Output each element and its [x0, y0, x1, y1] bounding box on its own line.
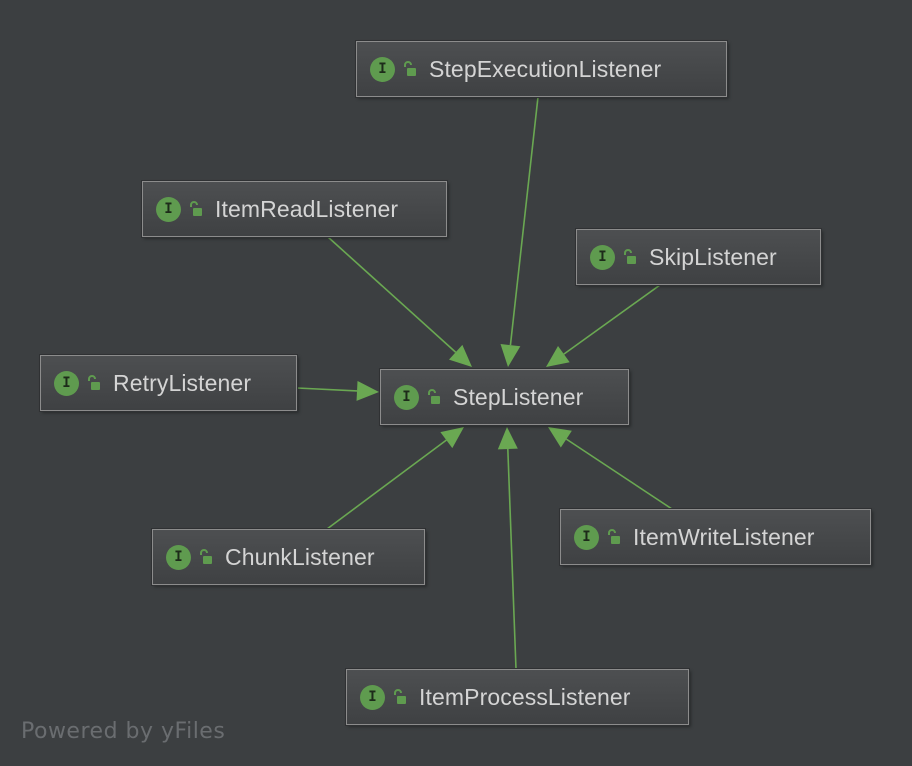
arrowhead — [440, 427, 464, 449]
arrowhead — [546, 346, 570, 367]
interface-icon: I — [590, 244, 615, 270]
node-item-process-listener[interactable]: I ItemProcessListener — [346, 669, 689, 725]
interface-icon: I — [370, 56, 395, 82]
node-label: ChunkListener — [225, 543, 375, 570]
node-label: StepExecutionListener — [429, 55, 662, 82]
interface-icon: I — [166, 544, 191, 570]
open-lock-icon — [428, 389, 440, 404]
interface-icon: I — [156, 196, 181, 222]
node-item-read-listener[interactable]: I ItemReadListener — [142, 181, 447, 237]
node-step-listener[interactable]: I StepListener — [380, 369, 629, 425]
node-label: StepListener — [453, 383, 584, 410]
arrowhead — [448, 344, 472, 367]
node-retry-listener[interactable]: I RetryListener — [40, 355, 297, 411]
arrowhead — [497, 427, 518, 450]
edge-item-write-listener-to-step-listener — [548, 427, 673, 510]
edge-step-execution-listener-to-step-listener — [500, 96, 539, 367]
powered-by-text: Powered by yFiles — [21, 719, 226, 744]
open-lock-icon — [190, 201, 202, 216]
edge-chunk-listener-to-step-listener — [326, 427, 464, 530]
interface-icon: I — [54, 370, 79, 396]
interface-icon: I — [574, 524, 599, 550]
open-lock-icon — [88, 375, 100, 390]
interface-icon: I — [360, 684, 385, 710]
open-lock-icon — [200, 549, 212, 564]
edge-line — [296, 387, 358, 392]
open-lock-icon — [404, 61, 416, 76]
open-lock-icon — [624, 249, 636, 264]
interface-icon: I — [394, 384, 419, 410]
open-lock-icon — [608, 529, 620, 544]
node-label: ItemReadListener — [215, 195, 399, 222]
node-label: ItemProcessListener — [419, 683, 631, 710]
node-chunk-listener[interactable]: I ChunkListener — [152, 529, 425, 585]
node-label: RetryListener — [113, 369, 252, 396]
arrowhead — [500, 344, 521, 367]
edge-line — [565, 438, 673, 510]
arrowhead — [356, 380, 379, 401]
arrowhead — [548, 427, 572, 448]
edge-skip-listener-to-step-listener — [546, 284, 661, 367]
node-step-execution-listener[interactable]: I StepExecutionListener — [356, 41, 727, 97]
node-label: SkipListener — [649, 243, 777, 270]
node-skip-listener[interactable]: I SkipListener — [576, 229, 821, 285]
edge-line — [563, 284, 661, 355]
edge-item-process-listener-to-step-listener — [497, 427, 518, 670]
edge-line — [507, 448, 517, 670]
node-label: ItemWriteListener — [633, 523, 815, 550]
edge-retry-listener-to-step-listener — [296, 380, 379, 401]
edge-item-read-listener-to-step-listener — [327, 236, 472, 367]
node-item-write-listener[interactable]: I ItemWriteListener — [560, 509, 871, 565]
edge-line — [327, 236, 457, 353]
open-lock-icon — [394, 689, 406, 704]
edge-line — [326, 439, 447, 530]
edge-line — [509, 96, 539, 346]
